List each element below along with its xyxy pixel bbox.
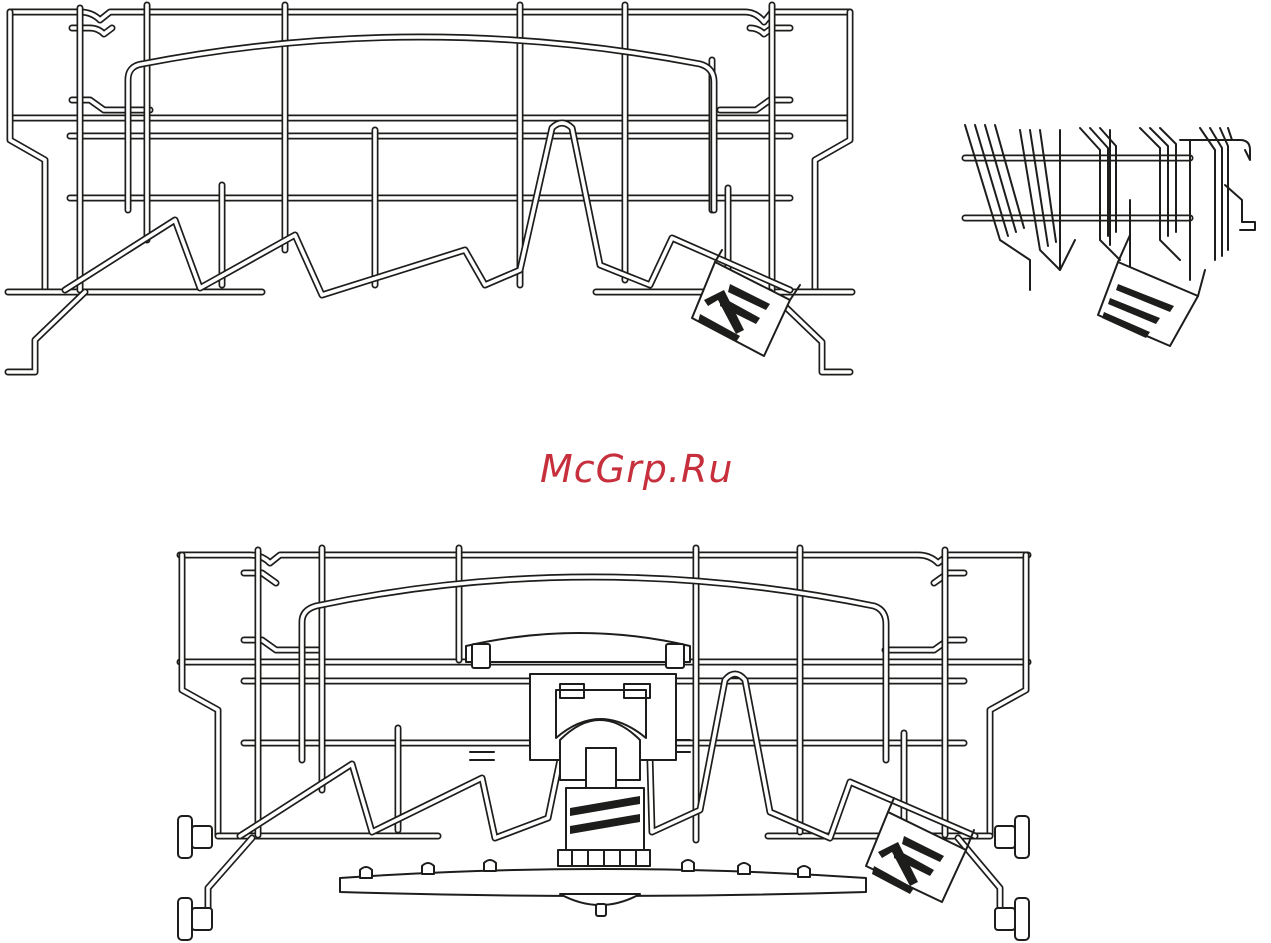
watermark-logo: McGrp.Ru — [540, 450, 733, 488]
rack-bottom-figure — [178, 548, 1029, 940]
cutlery-basket-icon — [692, 250, 800, 356]
rack-top-left-figure — [8, 5, 852, 372]
rack-top-left-zigzag-wire — [65, 123, 790, 295]
cutlery-basket-small-icon — [1098, 235, 1205, 346]
rack-top-right-figure — [965, 125, 1255, 346]
spray-arm-icon — [340, 860, 866, 916]
folding-tines-detail — [965, 125, 1255, 290]
